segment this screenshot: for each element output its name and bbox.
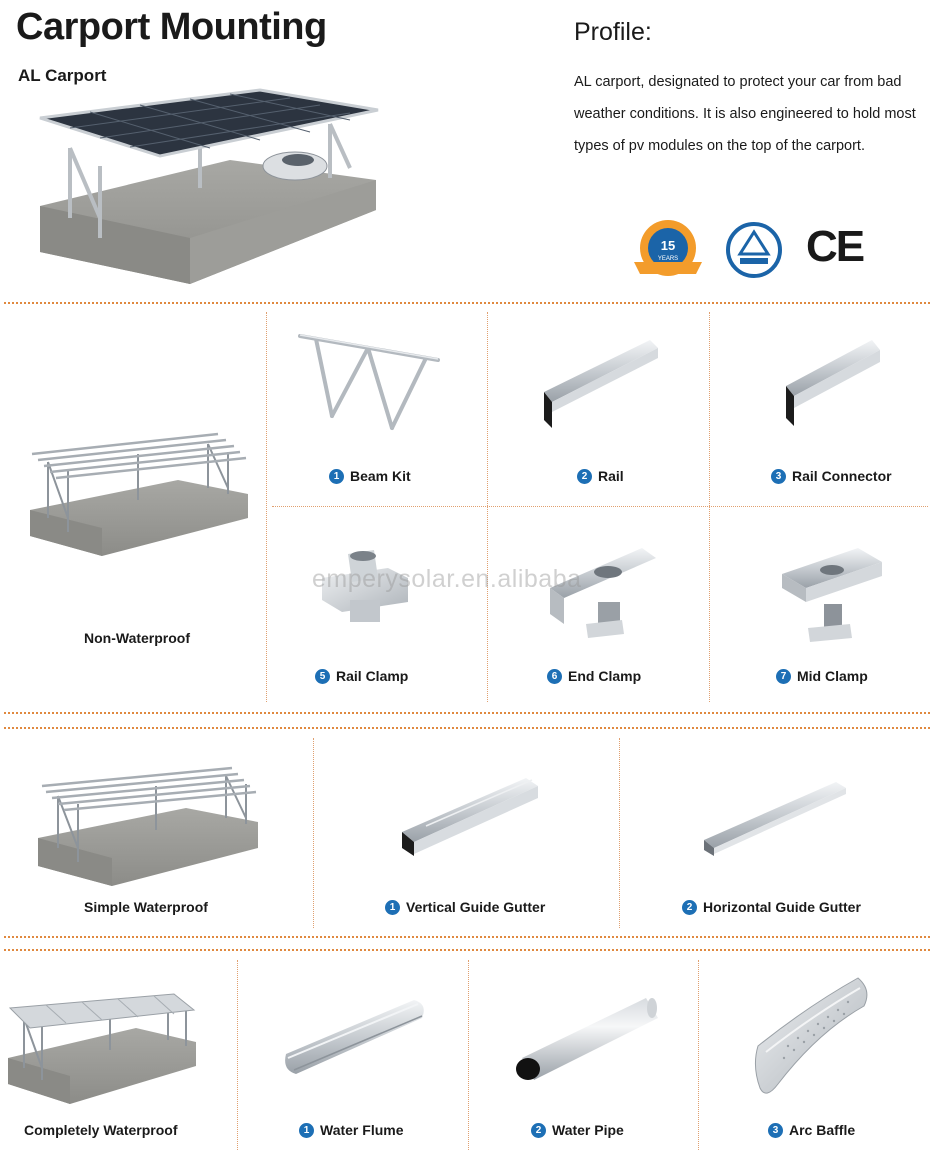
rail-image	[544, 340, 658, 428]
rail-connector-caption: 3 Rail Connector	[771, 468, 892, 484]
tuv-certification-icon	[726, 222, 782, 278]
ce-mark-icon: CE	[806, 222, 865, 271]
simple-waterproof-carport-image	[38, 766, 258, 886]
simple-waterproof-label: Simple Waterproof	[84, 899, 208, 915]
column-divider	[313, 738, 314, 928]
horizontal-guide-gutter-image	[704, 782, 846, 856]
water-pipe-image	[516, 998, 658, 1080]
beam-kit-caption: 1 Beam Kit	[329, 468, 411, 484]
column-divider	[266, 312, 267, 702]
badge-years-number: 15	[661, 238, 675, 253]
column-divider	[468, 960, 469, 1150]
rail-label: Rail	[598, 468, 624, 484]
mid-clamp-caption: 7 Mid Clamp	[776, 668, 868, 684]
column-divider	[237, 960, 238, 1150]
section-divider	[4, 302, 930, 304]
quality-seal-icon: 15 YEARS	[634, 220, 702, 276]
water-flume-label: Water Flume	[320, 1122, 404, 1138]
column-divider	[709, 312, 710, 702]
item-number-badge: 6	[547, 668, 562, 684]
item-number-badge: 3	[771, 468, 786, 484]
water-flume-caption: 1 Water Flume	[299, 1122, 404, 1138]
profile-heading: Profile:	[574, 18, 652, 46]
arc-baffle-label: Arc Baffle	[789, 1122, 856, 1138]
water-flume-image	[285, 1000, 424, 1074]
beam-kit-image	[298, 334, 440, 430]
item-number-badge: 1	[385, 899, 400, 915]
item-number-badge: 2	[577, 468, 592, 484]
item-number-badge: 7	[776, 668, 791, 684]
al-carport-image	[39, 88, 379, 284]
page-subtitle: AL Carport	[18, 66, 107, 85]
section-divider	[4, 727, 930, 729]
item-number-badge: 5	[315, 668, 330, 684]
mid-clamp-image	[782, 548, 882, 642]
water-pipe-caption: 2 Water Pipe	[531, 1122, 624, 1138]
vertical-guide-gutter-caption: 1 Vertical Guide Gutter	[385, 899, 545, 915]
rail-connector-label: Rail Connector	[792, 468, 892, 484]
rail-clamp-caption: 5 Rail Clamp	[315, 668, 408, 684]
mid-clamp-label: Mid Clamp	[797, 668, 868, 684]
item-number-badge: 1	[329, 468, 344, 484]
watermark: emperysolar.en.alibaba	[312, 565, 582, 593]
vertical-guide-gutter-image	[402, 778, 538, 856]
completely-waterproof-label: Completely Waterproof	[24, 1122, 178, 1138]
vertical-guide-gutter-label: Vertical Guide Gutter	[406, 899, 546, 915]
badge-years-word: YEARS	[658, 256, 678, 262]
beam-kit-label: Beam Kit	[350, 468, 411, 484]
rail-clamp-label: Rail Clamp	[336, 668, 409, 684]
completely-waterproof-carport-image	[8, 993, 196, 1104]
arc-baffle-caption: 3 Arc Baffle	[768, 1122, 855, 1138]
column-divider	[698, 960, 699, 1150]
section-divider	[4, 949, 930, 951]
rail-clamp-image	[322, 550, 408, 622]
arc-baffle-image	[754, 977, 868, 1094]
item-number-badge: 1	[299, 1122, 314, 1138]
page-title: Carport Mounting	[16, 6, 327, 48]
rail-connector-image	[786, 340, 880, 426]
row-divider	[272, 506, 928, 507]
section-divider	[4, 712, 930, 714]
rail-caption: 2 Rail	[577, 468, 624, 484]
non-waterproof-carport-image	[30, 432, 248, 556]
horizontal-guide-gutter-caption: 2 Horizontal Guide Gutter	[682, 899, 861, 915]
end-clamp-image	[550, 548, 656, 638]
horizontal-guide-gutter-label: Horizontal Guide Gutter	[703, 899, 861, 915]
item-number-badge: 3	[768, 1122, 783, 1138]
profile-text: AL carport, designated to protect your c…	[574, 74, 916, 154]
column-divider	[619, 738, 620, 928]
end-clamp-label: End Clamp	[568, 668, 642, 684]
section-divider	[4, 936, 930, 938]
item-number-badge: 2	[531, 1122, 546, 1138]
water-pipe-label: Water Pipe	[552, 1122, 624, 1138]
non-waterproof-label: Non-Waterproof	[84, 630, 191, 646]
item-number-badge: 2	[682, 899, 697, 915]
end-clamp-caption: 6 End Clamp	[547, 668, 641, 684]
column-divider	[487, 312, 488, 702]
